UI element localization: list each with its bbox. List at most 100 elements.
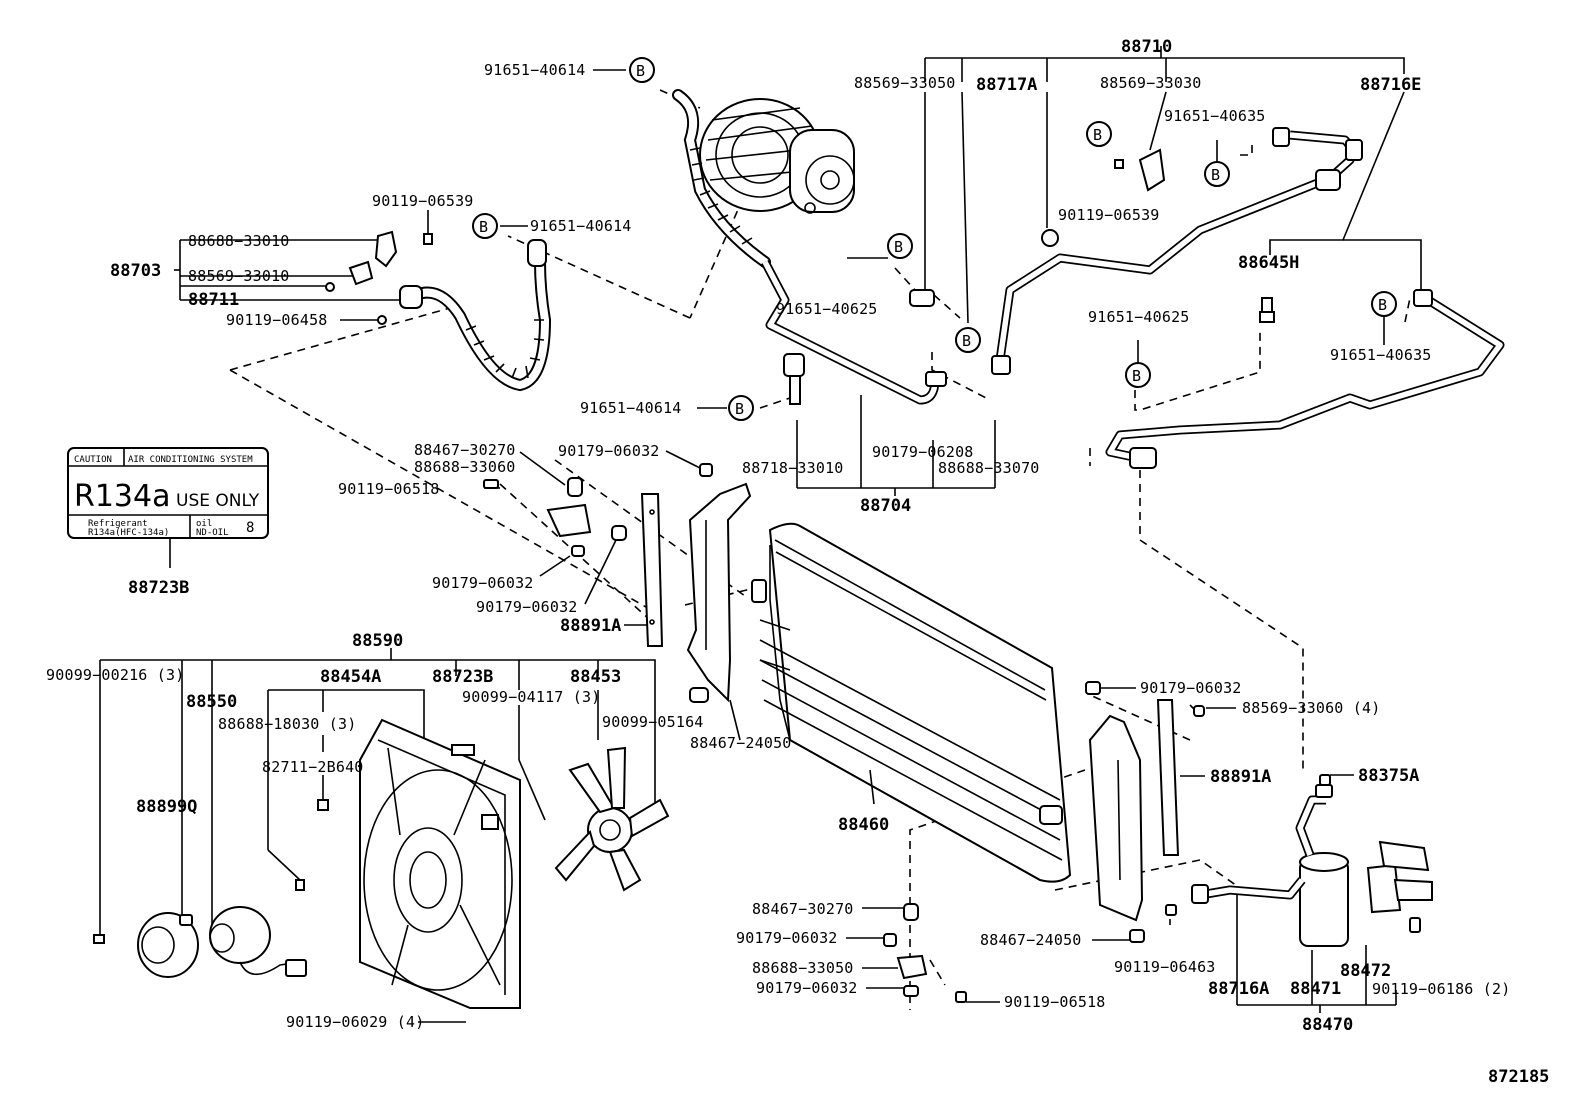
svg-text:B: B	[1378, 296, 1387, 314]
fan-motor-88899Q	[137, 912, 199, 978]
callout-b-5	[955, 327, 981, 353]
label-88688-33070: 88688−33070	[938, 459, 1040, 477]
label-88467-24050-b: 88467−24050	[980, 931, 1082, 949]
callout-b-group: B B B B B B B B B	[472, 57, 1397, 421]
svg-text:B: B	[962, 332, 971, 350]
label-90119-06186: 90119−06186 (2)	[1372, 980, 1510, 998]
label-88569-33050: 88569−33050	[854, 74, 956, 92]
caution-header-right: AIR CONDITIONING SYSTEM	[128, 455, 253, 465]
caution-label: CAUTION AIR CONDITIONING SYSTEM R134a US…	[67, 447, 269, 568]
label-88453: 88453	[570, 667, 621, 687]
label-88454A: 88454A	[320, 667, 381, 687]
label-88467-24050-a: 88467−24050	[690, 734, 792, 752]
label-88718-33010: 88718−33010	[742, 459, 844, 477]
label-88471: 88471	[1290, 979, 1341, 999]
oil-caption: oil	[196, 519, 212, 529]
label-88550: 88550	[186, 692, 237, 712]
label-91651-40635-a: 91651−40635	[1164, 107, 1266, 125]
label-88711: 88711	[188, 290, 239, 310]
label-90179-06032-f: 90179−06032	[756, 979, 858, 997]
label-90099-05164: 90099−05164	[602, 713, 704, 731]
label-88460: 88460	[838, 815, 889, 835]
lower-leaders	[418, 450, 1354, 1023]
label-91651-40614-a: 91651−40614	[484, 61, 586, 79]
label-88467-30270-a: 88467−30270	[414, 441, 516, 459]
group-88470-leader	[1236, 895, 1397, 1013]
svg-text:B: B	[894, 238, 903, 256]
callout-b-1	[629, 57, 655, 83]
label-90119-06518-a: 90119−06518	[338, 480, 440, 498]
svg-text:B: B	[479, 218, 488, 236]
callout-b-6	[1086, 121, 1112, 147]
label-90179-06032-d: 90179−06032	[1140, 679, 1242, 697]
label-90119-06458: 90119−06458	[226, 311, 328, 329]
svg-text:B: B	[1093, 126, 1102, 144]
liquid-pipe-88716E-lower	[1105, 289, 1505, 469]
label-88472: 88472	[1340, 961, 1391, 981]
callout-b-4	[887, 233, 913, 259]
label-90119-06539-b: 90119−06539	[1058, 206, 1160, 224]
mount-88688-33060	[483, 463, 713, 557]
support-bracket-left	[686, 482, 752, 703]
label-88467-30270-b: 88467−30270	[752, 900, 854, 918]
label-88716A: 88716A	[1208, 979, 1269, 999]
label-88891A-a: 88891A	[560, 616, 621, 636]
label-88688-33050: 88688−33050	[752, 959, 854, 977]
group-88590-leader	[99, 648, 656, 938]
seal-88891A-right	[1156, 699, 1205, 856]
label-90179-06032-a: 90179−06032	[558, 442, 660, 460]
label-88645H: 88645H	[1238, 253, 1299, 273]
label-82711-2B640: 82711−2B640	[262, 758, 364, 776]
label-88717A: 88717A	[976, 75, 1037, 95]
group-88703-leader	[174, 69, 626, 321]
figure-id: 872185	[1488, 1067, 1549, 1087]
label-88710: 88710	[1121, 37, 1172, 57]
fan-shroud	[359, 718, 521, 1009]
label-91651-40635-b: 91651−40635	[1330, 346, 1432, 364]
label-91651-40625-a: 91651−40625	[776, 300, 878, 318]
label-88723B-a: 88723B	[128, 578, 189, 598]
seal-88891A-left	[624, 493, 664, 647]
label-90119-06463: 90119−06463	[1114, 958, 1216, 976]
callout-b-3	[728, 395, 754, 421]
label-88569-33010: 88569−33010	[188, 267, 290, 285]
use-only-text: USE ONLY	[176, 491, 260, 511]
label-90179-06032-b: 90179−06032	[432, 574, 534, 592]
condenser	[751, 522, 1072, 883]
label-90119-06539-a: 90119−06539	[372, 192, 474, 210]
svg-text:B: B	[1211, 166, 1220, 184]
svg-text:B: B	[735, 400, 744, 418]
discharge-hose	[672, 89, 771, 268]
group-88704-leader	[697, 257, 996, 496]
label-90099-00216: 90099−00216 (3)	[46, 666, 184, 684]
label-88569-33060: 88569−33060 (4)	[1242, 699, 1380, 717]
bracket-88472	[1165, 840, 1433, 933]
suction-hose	[399, 239, 552, 392]
label-90119-06518-b: 90119−06518	[1004, 993, 1106, 1011]
label-90119-06029: 90119−06029 (4)	[286, 1013, 424, 1031]
discharge-pipe	[761, 259, 947, 405]
svg-text:B: B	[1132, 367, 1141, 385]
lower-mount	[883, 903, 967, 1003]
label-90179-06208: 90179−06208	[872, 443, 974, 461]
part-labels: 88710 91651−40614 88569−33050 88717A 885…	[46, 37, 1549, 1087]
label-91651-40625-b: 91651−40625	[1088, 308, 1190, 326]
liquid-pipe	[909, 127, 1363, 375]
oil-type: ND-OIL	[196, 528, 229, 538]
label-90179-06032-c: 90179−06032	[476, 598, 578, 616]
refrigerant-code: R134a	[74, 479, 171, 514]
fan-motor-88550	[93, 799, 329, 977]
svg-text:B: B	[636, 62, 645, 80]
label-88716E: 88716E	[1360, 75, 1421, 95]
label-91651-40614-c: 91651−40614	[580, 399, 682, 417]
label-88688-18030: 88688−18030 (3)	[218, 715, 356, 733]
group-88710-leader	[924, 46, 1422, 324]
label-90099-04117: 90099−04117 (3)	[462, 688, 600, 706]
label-88375A: 88375A	[1358, 766, 1419, 786]
label-91651-40614-b: 91651−40614	[530, 217, 632, 235]
label-88688-33060: 88688−33060	[414, 458, 516, 476]
bracket-88688-33010	[325, 230, 433, 325]
label-88688-33010: 88688−33010	[188, 232, 290, 250]
label-88899Q: 88899Q	[136, 797, 197, 817]
